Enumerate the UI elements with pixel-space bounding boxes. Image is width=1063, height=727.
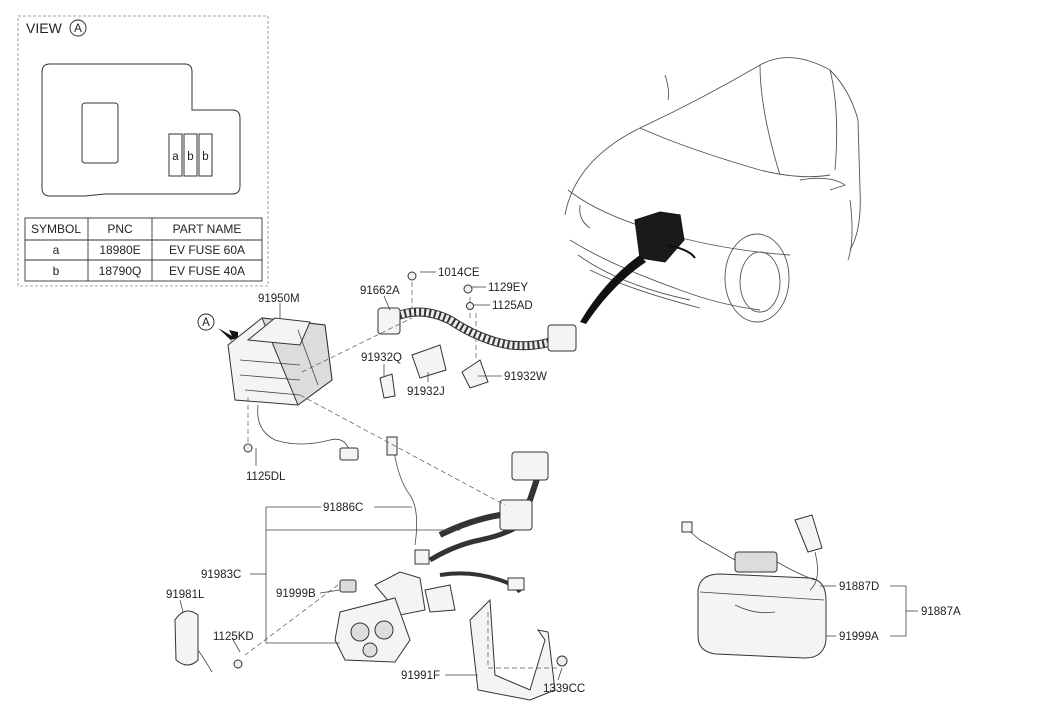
label-1125kd: 1125KD <box>213 631 254 643</box>
cable-91662a <box>377 307 577 399</box>
label-91887d: 91887D <box>839 581 879 593</box>
view-marker-circle <box>69 19 87 37</box>
view-marker-letter: A <box>74 23 82 35</box>
fasteners <box>233 271 474 669</box>
bolt-1125dl <box>243 443 253 453</box>
portable-charger-kit <box>681 514 827 659</box>
view-arrow-letter: A <box>202 317 210 329</box>
table-cell: EV FUSE 40A <box>169 264 245 278</box>
fuse-slot-label-0: a <box>172 151 179 163</box>
junction-box-91950m <box>227 317 359 461</box>
fuse-table: SYMBOL PNC PART NAME a 18980E EV FUSE 60… <box>24 217 263 282</box>
vehicle-illustration <box>564 57 861 324</box>
label-91950m: 91950M <box>258 293 300 305</box>
vehicle-charger-unit <box>634 211 685 263</box>
fuse-box-outline <box>41 63 241 197</box>
label-91999a: 91999A <box>839 631 879 643</box>
label-91662a: 91662A <box>360 285 400 297</box>
table-cell: 18980E <box>99 243 140 257</box>
fuse-slot-a <box>168 133 183 177</box>
label-1014ce: 1014CE <box>438 267 480 279</box>
view-title: VIEW <box>26 20 63 36</box>
cover-91981l <box>174 610 213 673</box>
charging-inlet-91983c <box>334 571 456 663</box>
table-header-pnc: PNC <box>107 222 133 236</box>
label-91981l: 91981L <box>166 589 205 601</box>
view-a-arrow: A <box>197 313 238 344</box>
view-a-inset: VIEW A a b b SYMBOL PNC PART NAME a 1898… <box>17 15 269 287</box>
fuse-slot-label-1: b <box>187 151 193 163</box>
harness-91886c <box>386 436 549 594</box>
label-91886c: 91886C <box>323 502 363 514</box>
label-1129ey: 1129EY <box>488 282 528 294</box>
table-header-symbol: SYMBOL <box>31 222 81 236</box>
bolt-1129ey <box>463 284 473 294</box>
label-91932w: 91932W <box>504 371 547 383</box>
label-91991f: 91991F <box>401 670 440 682</box>
part-labels: 91950M 91662A 1014CE 1129EY 1125AD 91932… <box>166 267 961 695</box>
leader-lines <box>179 271 918 681</box>
label-1125ad: 1125AD <box>492 300 533 312</box>
bracket-91991f <box>469 598 568 701</box>
fuse-slot-b1 <box>183 133 198 177</box>
label-91932j: 91932J <box>407 386 445 398</box>
label-1125dl: 1125DL <box>246 471 286 483</box>
fuse-slot-label-2: b <box>202 151 208 163</box>
table-header-part-name: PART NAME <box>173 222 242 236</box>
label-91983c: 91983C <box>201 569 241 581</box>
fuse-slot-b2 <box>198 133 213 177</box>
location-pointer <box>580 255 646 324</box>
part-91999b <box>339 579 357 593</box>
bolt-1125kd <box>233 659 243 669</box>
table-cell: EV FUSE 60A <box>169 243 245 257</box>
table-cell: a <box>53 243 60 257</box>
table-cell: b <box>53 264 60 278</box>
label-91932q: 91932Q <box>361 352 402 364</box>
nut-1339cc <box>556 655 568 667</box>
bolt-1125ad <box>466 302 474 310</box>
inset-border <box>17 15 269 287</box>
label-91887a: 91887A <box>921 606 961 618</box>
label-91999b: 91999B <box>276 588 316 600</box>
bolt-1014ce <box>407 271 417 281</box>
table-cell: 18790Q <box>99 264 142 278</box>
fuse-box-window <box>81 102 119 164</box>
label-1339cc: 1339CC <box>543 683 585 695</box>
